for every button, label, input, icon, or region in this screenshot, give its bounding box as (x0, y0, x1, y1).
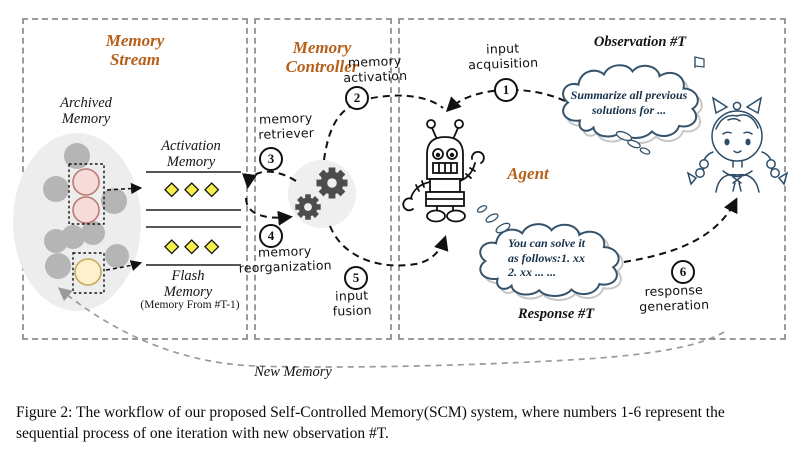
diamond-icon (164, 182, 220, 198)
flash-memory-label: Flash Memory (163, 268, 213, 300)
step4-badge: 4 (259, 224, 283, 248)
response-cloud (476, 205, 622, 300)
archived-memory-cluster (13, 133, 141, 311)
new-memory-arrow (57, 287, 725, 368)
robot-icon (402, 119, 485, 223)
step5-badge: 5 (344, 266, 368, 290)
memory-stream-title: Memory Stream (105, 31, 165, 69)
memory-controller-title: Memory Controller (285, 38, 359, 76)
response-heading: Response #T (517, 306, 595, 322)
observation-cloud (563, 65, 702, 155)
girl-icon (686, 96, 789, 193)
archive-to-slot-arrows (105, 182, 143, 271)
step2-badge: 2 (345, 86, 369, 110)
observation-bubble-text: Summarize all previous solutions for ... (570, 88, 688, 117)
activation-memory-slots (146, 171, 241, 211)
figure-caption-line1: Figure 2: The workflow of our proposed S… (16, 404, 725, 421)
activation-memory-label: Activation Memory (161, 138, 221, 170)
flash-memory-note: (Memory From #T-1) (140, 299, 240, 311)
figure-caption-line2: sequential process of one iteration with… (16, 425, 389, 442)
step6-badge: 6 (671, 260, 695, 284)
archived-memory-label: Archived Memory (60, 95, 112, 127)
observation-heading: Observation #T (593, 34, 687, 50)
flag-doodle-icon (694, 56, 705, 68)
diamond-icon (164, 239, 220, 255)
step1-badge: 1 (494, 78, 518, 102)
gears-icon (288, 160, 356, 228)
agent-label: Agent (507, 164, 549, 183)
new-memory-label: New Memory (254, 364, 332, 380)
response-bubble-text: You can solve it as follows:1. xx 2. xx … (508, 236, 586, 279)
flash-memory-slots (146, 226, 241, 266)
step3-badge: 3 (259, 147, 283, 171)
